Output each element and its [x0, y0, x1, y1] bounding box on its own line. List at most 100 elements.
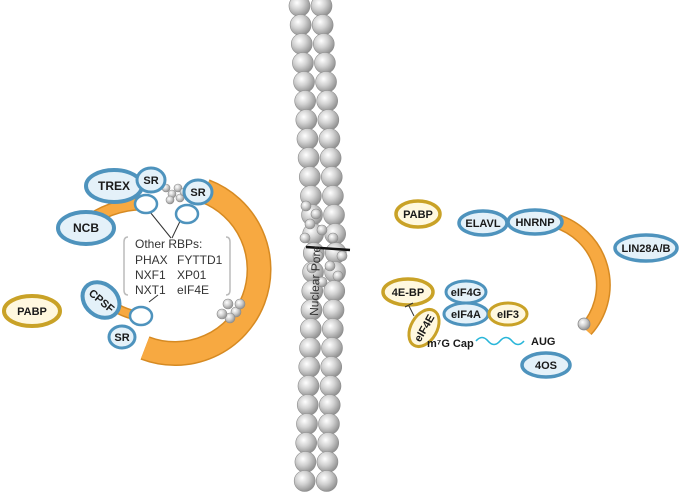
pore-channel-bead [316, 224, 328, 236]
pore-bead [295, 432, 318, 454]
sr-bottom-label: SR [114, 332, 129, 344]
sr-top-label: SR [143, 175, 158, 187]
protein-sr-top: SR [135, 166, 167, 194]
pore-bead [315, 71, 337, 93]
pore-bead [299, 318, 322, 340]
pore-bead [323, 204, 345, 226]
pore-bead [319, 375, 342, 397]
pore-bead [316, 451, 339, 473]
binding-site-top-left [133, 193, 159, 215]
other-rbps-box: Other RBPs: PHAX NXF1 NXT1 FYTTD1 XP01 e… [123, 211, 231, 303]
protein-eif3: eIF3 [487, 301, 529, 327]
lin28-label: LIN28A/B [622, 243, 671, 255]
ring-bead [234, 298, 246, 310]
protein-lin28: LIN28A/B [613, 233, 679, 263]
pore-channel-bead [324, 260, 336, 272]
pore-bead [312, 33, 335, 55]
protein-ncb: NCB [56, 210, 116, 246]
pore-channel-bead [299, 232, 311, 244]
pore-bead [297, 147, 320, 169]
binding-site-bottom [128, 305, 154, 327]
pore-channel-bead [300, 200, 312, 212]
pore-bead [317, 432, 340, 454]
aug-label: AUG [531, 336, 555, 348]
pore-bead [322, 185, 344, 207]
pore-bead [321, 318, 344, 340]
m7g-cap-label: m⁷G Cap [427, 338, 474, 350]
protein-eif4g: eIF4G [444, 279, 488, 305]
pore-bead [322, 299, 345, 321]
nuclear-pore [288, 0, 347, 492]
inhibition-bar [404, 302, 414, 308]
pore-bead [319, 147, 342, 169]
pore-bead [320, 166, 343, 188]
pore-channel-bead [304, 218, 316, 230]
trex-label: TREX [98, 179, 130, 193]
rbp-phax: PHAX [135, 253, 168, 267]
pore-bead [289, 14, 312, 36]
pore-channel-bead [327, 232, 339, 244]
pore-bead [290, 33, 313, 55]
pore-channel-bead [306, 262, 318, 274]
protein-eif4a: eIF4A [442, 301, 490, 327]
ribosome-40s: 4OS [520, 351, 572, 379]
eif3-label: eIF3 [497, 309, 519, 321]
protein-pabp-left: PABP [2, 294, 62, 328]
pore-bead [318, 394, 341, 416]
pore-bead [314, 52, 336, 74]
elavl-label: ELAVL [465, 218, 501, 230]
nuclear-pore-channel [299, 200, 348, 288]
pore-channel-bead [316, 276, 328, 288]
rbp-xp01: XP01 [177, 268, 207, 282]
rbp-nxf1: NXF1 [135, 268, 166, 282]
pore-bead [299, 337, 321, 359]
pore-bead [296, 128, 319, 150]
pore-channel-bead [310, 208, 322, 220]
top-bead-cluster [161, 183, 189, 205]
4e-bp-label: 4E-BP [392, 287, 424, 299]
hnrnp-label: HNRNP [515, 217, 554, 229]
pabp-left-label: PABP [17, 306, 47, 318]
pore-channel-bead [332, 270, 344, 282]
nuclear-pore-marker-line [305, 245, 351, 252]
pore-bead [294, 451, 317, 473]
pore-bead [294, 90, 316, 112]
pore-bead [318, 413, 340, 435]
protein-sr-bottom: SR [107, 324, 137, 350]
protein-cpsf: CPSF [80, 280, 122, 320]
pore-bead [311, 14, 334, 36]
top-bead [173, 183, 183, 193]
rbp-eif4e: eIF4E [177, 283, 209, 297]
rbp-fyttd1: FYTTD1 [177, 253, 223, 267]
pore-bead [296, 394, 319, 416]
eif4g-label: eIF4G [451, 287, 482, 299]
top-bead [175, 193, 185, 203]
sr-right-label: SR [190, 187, 205, 199]
pore-bead [298, 166, 321, 188]
ribosome-label: 4OS [535, 360, 557, 372]
pore-bead [321, 337, 343, 359]
protein-hnrnp: HNRNP [506, 208, 564, 236]
protein-4e-bp: 4E-BP [381, 277, 435, 307]
protein-trex: TREX [84, 168, 144, 204]
protein-eif4e: eIF4E [407, 308, 441, 348]
protein-sr-right: SR [182, 178, 214, 206]
eif4a-label: eIF4A [451, 309, 481, 321]
pore-bead [297, 375, 320, 397]
pore-bead [293, 71, 315, 93]
protein-pabp-right: PABP [394, 199, 442, 229]
pore-bead [296, 413, 318, 435]
rbp-nxt1: NXT1 [135, 283, 166, 297]
pore-bead [310, 0, 333, 17]
pore-bead [298, 356, 321, 378]
right-mrna-arc [475, 213, 611, 346]
other-rbps-heading: Other RBPs: [135, 237, 202, 251]
ring-bead [216, 308, 228, 320]
binding-site-top-right [174, 203, 200, 225]
pore-bead [317, 109, 340, 131]
mrna-coding-wave [475, 336, 525, 346]
ring-bead-cluster [216, 298, 246, 324]
pore-channel-bead [312, 250, 324, 262]
pabp-right-label: PABP [403, 209, 433, 221]
